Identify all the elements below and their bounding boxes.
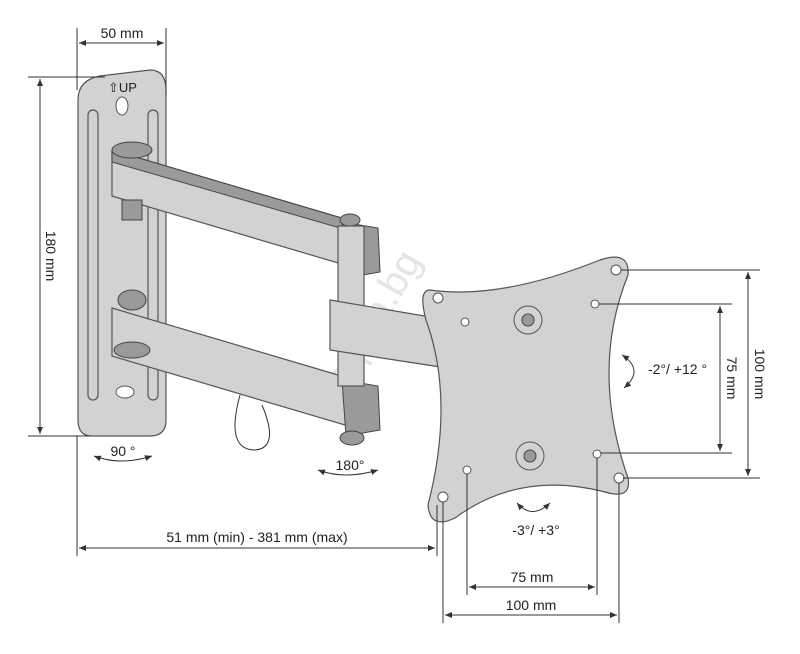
dimension-extension: 51 mm (min) - 381 mm (max) bbox=[76, 436, 438, 556]
svg-text:-3°/ +3°: -3°/ +3° bbox=[512, 522, 559, 538]
wall-plate: ⇧UP bbox=[77, 69, 167, 437]
dimension-vesa-horizontal: 75 mm 100 mm bbox=[442, 458, 620, 623]
svg-text:75 mm: 75 mm bbox=[511, 569, 554, 585]
svg-text:180°: 180° bbox=[336, 457, 365, 473]
up-label: ⇧UP bbox=[108, 80, 137, 95]
rotation-roll: -3°/ +3° bbox=[512, 502, 560, 538]
svg-text:-2°/ +12 °: -2°/ +12 ° bbox=[648, 361, 707, 377]
dimension-plate-width: 50 mm bbox=[76, 25, 167, 95]
dimension-vesa-vertical: 75 mm 100 mm bbox=[599, 269, 768, 479]
svg-text:51 mm (min) - 381 mm (max): 51 mm (min) - 381 mm (max) bbox=[166, 529, 347, 545]
svg-text:180 mm: 180 mm bbox=[43, 231, 59, 282]
lower-arm bbox=[111, 289, 381, 451]
vesa-plate bbox=[422, 256, 630, 523]
svg-text:90 °: 90 ° bbox=[110, 443, 135, 459]
svg-text:100 mm: 100 mm bbox=[506, 597, 557, 613]
dimension-plate-height: 180 mm bbox=[28, 76, 105, 437]
rotation-tilt: -2°/ +12 ° bbox=[621, 354, 707, 389]
svg-text:100 mm: 100 mm bbox=[752, 349, 768, 400]
rotation-wall-swivel: 90 ° bbox=[93, 443, 153, 462]
svg-text:75 mm: 75 mm bbox=[724, 357, 740, 400]
svg-text:50 mm: 50 mm bbox=[101, 25, 144, 41]
rotation-arm-swivel: 180° bbox=[317, 457, 379, 476]
